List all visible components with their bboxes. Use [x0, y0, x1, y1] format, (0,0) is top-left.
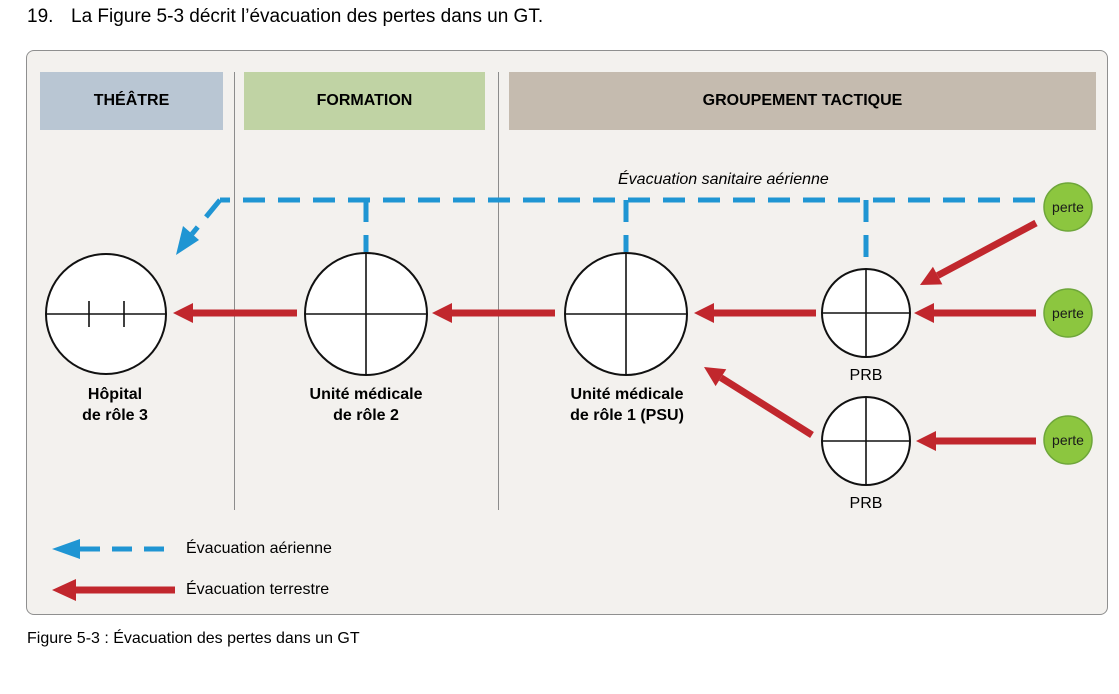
legend-air-arrowhead: [52, 539, 80, 559]
legend-ground-label: Évacuation terrestre: [186, 581, 330, 598]
header-groupement-tactique: GROUPEMENT TACTIQUE: [509, 72, 1096, 130]
ground-arrow-casualty2-to-prb-head: [914, 303, 934, 323]
ground-arrow-casualty3-to-prb-head: [916, 431, 936, 451]
casualty-circle-2: [1043, 288, 1093, 338]
role3-label-line2: de rôle 3: [82, 407, 148, 424]
prb-top-label: PRB: [849, 367, 883, 384]
role1-unit-symbol: [564, 252, 688, 376]
casualty-label-2: perte: [1052, 305, 1084, 321]
air-diagonal-line: [190, 198, 222, 236]
prb-top-symbol: [821, 268, 911, 358]
prb-bottom-label: PRB: [849, 495, 883, 512]
header-formation: FORMATION: [244, 72, 485, 130]
ground-arrow-prb2-to-role1-head: [704, 367, 727, 387]
ground-arrow-role2-to-role3: [173, 303, 297, 323]
legend-marks: [52, 539, 175, 601]
legend-ground-arrow: [52, 579, 175, 601]
intro-text: La Figure 5-3 décrit l’évacuation des pe…: [71, 6, 544, 27]
header-theatre: THÉÂTRE: [40, 72, 223, 130]
role3-label: Hôpital de rôle 3: [30, 384, 200, 426]
ground-arrow-prb-to-role1-head: [694, 303, 714, 323]
column-divider-2: [498, 72, 499, 510]
prb-bottom-symbol: [821, 396, 911, 486]
casualty-label-3: perte: [1052, 432, 1084, 448]
column-divider-1: [234, 72, 235, 510]
ground-arrow-prb2-to-role1-shaft: [719, 374, 814, 438]
casualty-circle-3: [1043, 415, 1093, 465]
ground-arrow-casualty2-to-prb: [914, 303, 1036, 323]
role3-label-line1: Hôpital: [87, 386, 143, 403]
ground-arrow-role2-to-role3-head: [173, 303, 193, 323]
role2-label-line2: de rôle 2: [333, 407, 399, 424]
legend-ground-arrow-head: [52, 579, 76, 601]
air-arrowhead: [176, 226, 199, 255]
role1-label-line1: Unité médicale: [570, 386, 684, 403]
ground-arrow-prb2-to-role1: [704, 367, 814, 438]
casualty-label-1: perte: [1052, 199, 1084, 215]
legend-air-label: Évacuation aérienne: [186, 540, 332, 557]
paragraph-number: 19.: [27, 6, 54, 27]
intro-paragraph: 19. La Figure 5-3 décrit l’évacuation des…: [27, 5, 543, 29]
ground-arrow-casualty3-to-prb: [916, 431, 1036, 451]
ground-arrow-casualty1-to-prb-head: [920, 266, 943, 285]
ground-arrow-casualty1-to-prb-shaft: [935, 219, 1038, 279]
ground-arrow-role1-to-role2: [432, 303, 555, 323]
role2-label-line1: Unité médicale: [309, 386, 423, 403]
ground-arrow-role1-to-role2-head: [432, 303, 452, 323]
casualty-circle-1: [1043, 182, 1093, 232]
role2-unit-symbol: [304, 252, 428, 376]
air-evacuation-label: Évacuation sanitaire aérienne: [618, 171, 829, 188]
role1-label: Unité médicale de rôle 1 (PSU): [542, 384, 712, 426]
ground-evacuation-routes: [173, 219, 1038, 451]
figure-caption: Figure 5-3 : Évacuation des pertes dans …: [27, 630, 360, 647]
medical-nodes: [45, 182, 1093, 486]
role1-label-line2: de rôle 1 (PSU): [570, 407, 684, 424]
role2-label: Unité médicale de rôle 2: [281, 384, 451, 426]
role3-hospital-symbol: [45, 253, 167, 375]
ground-arrow-prb-to-role1: [694, 303, 816, 323]
air-evacuation-routes: [176, 197, 1035, 264]
ground-arrow-casualty1-to-prb: [920, 219, 1038, 285]
